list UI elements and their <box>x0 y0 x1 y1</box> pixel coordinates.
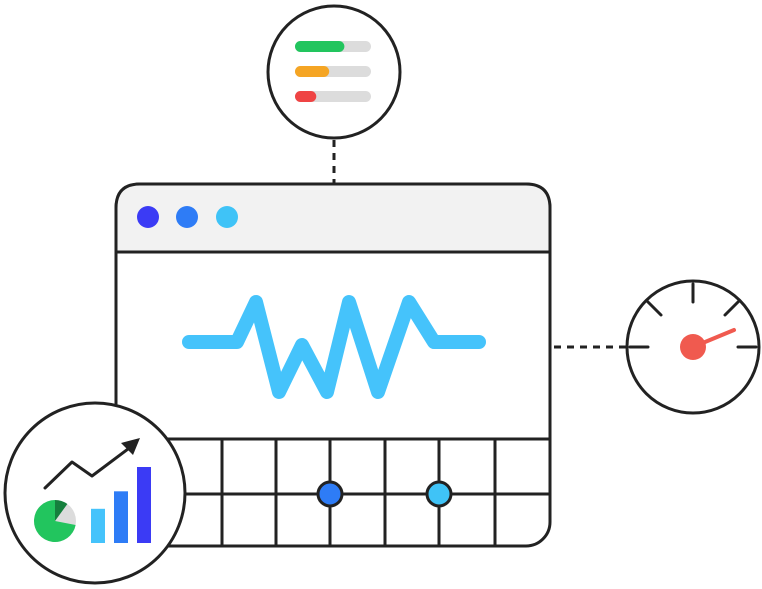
gauge-tick-upper-left <box>646 300 663 317</box>
growth-badge-circle <box>3 401 187 585</box>
grid-point-2 <box>425 480 453 508</box>
browser-window <box>114 182 552 548</box>
gauge-ticks <box>628 282 758 349</box>
status-bar-fill-red <box>295 91 317 102</box>
grid-point-1 <box>316 480 344 508</box>
trend-bar-1 <box>91 508 105 543</box>
status-bar-fill-green <box>295 41 345 52</box>
window-titlebar <box>114 182 552 254</box>
trend-bars <box>91 467 151 543</box>
trend-bar-2 <box>114 491 128 543</box>
window-dot-2 <box>176 206 198 228</box>
status-bars-icon <box>266 4 402 140</box>
trend-arrow-head <box>121 438 140 455</box>
status-bar-fill-orange <box>295 66 330 77</box>
pie-chart <box>34 500 76 542</box>
trend-bar-3 <box>137 467 151 543</box>
window-dot-1 <box>137 206 159 228</box>
gauge-hub <box>680 334 706 360</box>
waveform-icon <box>182 295 486 399</box>
status-bars <box>295 41 371 102</box>
window-dot-3 <box>216 206 238 228</box>
trend-arrow-line <box>43 444 134 490</box>
pie-slice-dark <box>55 500 68 521</box>
pie-slice-main <box>34 500 76 542</box>
speedometer-icon <box>625 279 761 415</box>
gauge-tick-upper-right <box>723 300 740 317</box>
growth-chart-icon <box>3 401 187 585</box>
